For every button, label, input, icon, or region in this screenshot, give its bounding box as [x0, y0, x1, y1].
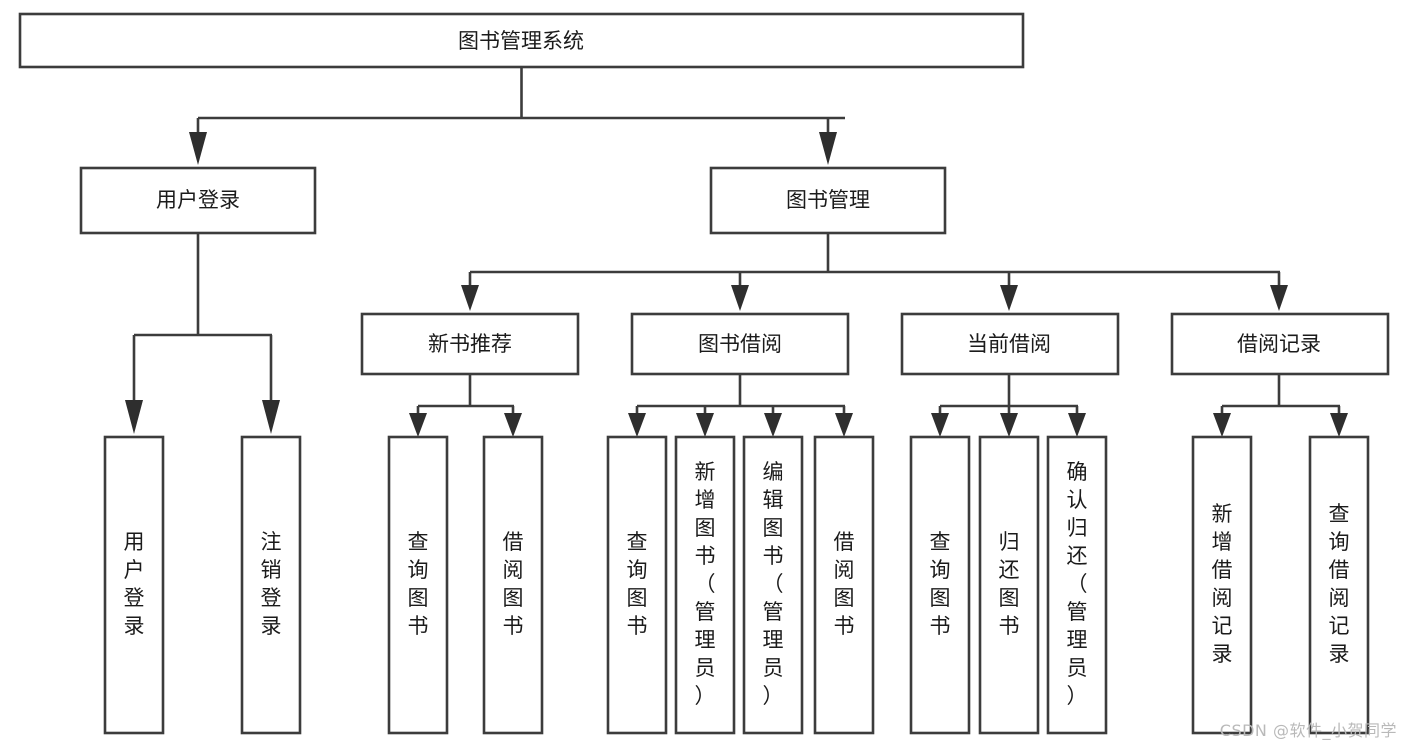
leaf-box: [674, 435, 736, 735]
arrow-head-icon: [696, 413, 714, 437]
arrow-head-icon: [409, 413, 427, 437]
leaf-label: 查询图书: [408, 530, 429, 638]
leaf-node[interactable]: 新增图书（管理员）: [674, 435, 736, 735]
leaf-label: 借阅图书: [834, 530, 855, 638]
leaf-label: 新增图书（管理员）: [695, 460, 716, 708]
connector-newbook-to-leaves: [409, 374, 522, 437]
connector-userlogin-to-leaves: [125, 233, 280, 434]
arrow-head-icon: [731, 285, 749, 311]
connector-records-to-leaves: [1213, 374, 1348, 437]
node-current-borrow[interactable]: 当前借阅: [900, 312, 1120, 376]
connector-currentborrow-to-leaves: [931, 374, 1086, 437]
leaf-box: [387, 435, 449, 735]
leaf-box: [813, 435, 875, 735]
leaf-box: [606, 435, 668, 735]
arrow-head-icon: [1000, 413, 1018, 437]
leaf-box: [1046, 435, 1108, 735]
arrow-head-icon: [835, 413, 853, 437]
node-borrow-records-box: [1170, 312, 1390, 376]
leaf-label: 确认归还（管理员）: [1067, 460, 1088, 708]
leaf-node[interactable]: 查询借阅记录: [1308, 435, 1370, 735]
leaf-node[interactable]: 用户登录: [103, 435, 165, 735]
node-root-box: [18, 12, 1025, 69]
leaf-node[interactable]: 查询图书: [606, 435, 668, 735]
node-borrow-records[interactable]: 借阅记录: [1170, 312, 1390, 376]
arrow-head-icon: [931, 413, 949, 437]
arrow-head-icon: [1270, 285, 1288, 311]
leaf-node[interactable]: 编辑图书（管理员）: [742, 435, 804, 735]
csdn-watermark: CSDN @软件_小贺同学: [1219, 721, 1397, 740]
arrow-head-icon: [504, 413, 522, 437]
leaf-node[interactable]: 查询图书: [387, 435, 449, 735]
node-borrow-records-label: 借阅记录: [1237, 332, 1321, 356]
node-book-management[interactable]: 图书管理: [709, 166, 947, 235]
node-user-login-label: 用户登录: [156, 188, 240, 212]
leaf-label: 查询借阅记录: [1329, 502, 1350, 666]
leaf-box: [103, 435, 165, 735]
node-book-management-label: 图书管理: [786, 188, 870, 212]
leaf-box: [482, 435, 544, 735]
arrow-head-icon: [764, 413, 782, 437]
leaf-label: 编辑图书（管理员）: [763, 460, 784, 708]
node-book-borrow-label: 图书借阅: [698, 332, 782, 356]
node-root-label: 图书管理系统: [458, 29, 584, 53]
leaf-label: 查询图书: [930, 530, 951, 638]
node-root[interactable]: 图书管理系统: [18, 12, 1025, 69]
node-book-borrow[interactable]: 图书借阅: [630, 312, 850, 376]
leaf-box: [742, 435, 804, 735]
connector-root-to-level1: [189, 67, 845, 165]
node-current-borrow-box: [900, 312, 1120, 376]
leaf-box: [1191, 435, 1253, 735]
arrow-head-icon: [628, 413, 646, 437]
arrow-head-icon: [1000, 285, 1018, 311]
arrow-head-icon: [189, 132, 207, 165]
leaf-node[interactable]: 新增借阅记录: [1191, 435, 1253, 735]
connector-bookborrow-to-leaves: [628, 374, 853, 437]
node-book-management-box: [709, 166, 947, 235]
node-new-book-recommend-box: [360, 312, 580, 376]
leaf-node[interactable]: 查询图书: [909, 435, 971, 735]
arrow-head-icon: [125, 400, 143, 434]
leaf-label: 借阅图书: [503, 530, 524, 638]
leaf-label: 新增借阅记录: [1212, 502, 1233, 666]
arrow-head-icon: [1330, 413, 1348, 437]
leaf-box: [978, 435, 1040, 735]
connector-bookmgmt-to-level2: [461, 233, 1288, 311]
leaf-label: 查询图书: [627, 530, 648, 638]
arrow-head-icon: [1213, 413, 1231, 437]
leaf-node[interactable]: 确认归还（管理员）: [1046, 435, 1108, 735]
leaf-node[interactable]: 借阅图书: [813, 435, 875, 735]
leaf-node[interactable]: 归还图书: [978, 435, 1040, 735]
node-current-borrow-label: 当前借阅: [967, 332, 1051, 356]
node-new-book-recommend[interactable]: 新书推荐: [360, 312, 580, 376]
leaf-box: [909, 435, 971, 735]
leaf-label: 用户登录: [124, 530, 145, 638]
arrow-head-icon: [262, 400, 280, 434]
arrow-head-icon: [461, 285, 479, 311]
node-user-login[interactable]: 用户登录: [79, 166, 317, 235]
node-book-borrow-box: [630, 312, 850, 376]
leaf-label: 归还图书: [999, 530, 1020, 638]
leaf-box: [240, 435, 302, 735]
leaf-box: [1308, 435, 1370, 735]
leaf-label: 注销登录: [261, 530, 282, 638]
arrow-head-icon: [819, 132, 837, 165]
leaf-node[interactable]: 注销登录: [240, 435, 302, 735]
arrow-head-icon: [1068, 413, 1086, 437]
node-user-login-box: [79, 166, 317, 235]
leaf-node[interactable]: 借阅图书: [482, 435, 544, 735]
node-new-book-recommend-label: 新书推荐: [428, 332, 512, 356]
